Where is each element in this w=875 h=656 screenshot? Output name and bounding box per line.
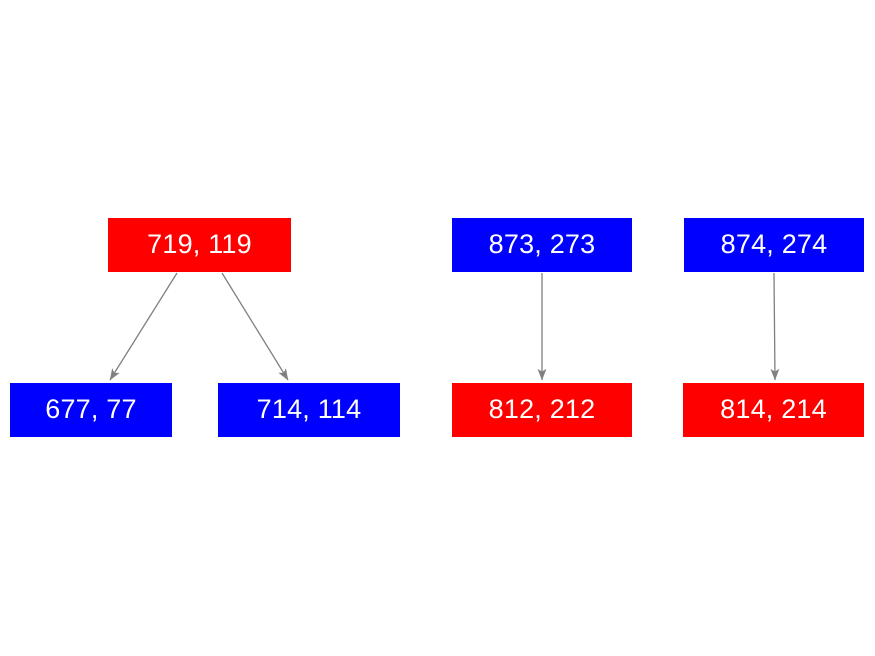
graph-node[interactable]: 714, 114 (218, 383, 400, 437)
graph-node-label: 814, 214 (720, 393, 827, 424)
graph-node[interactable]: 812, 212 (452, 383, 632, 437)
graph-node-label: 677, 77 (45, 393, 137, 424)
graph-node-label: 812, 212 (488, 393, 596, 424)
graph-node-label: 874, 274 (720, 228, 828, 259)
graph-node[interactable]: 814, 214 (683, 383, 864, 437)
edges-group (109, 272, 780, 381)
graph-edge-arrow (770, 272, 780, 381)
graph-node-label: 714, 114 (256, 393, 362, 424)
graph-edge-arrow (109, 272, 178, 381)
graph-node[interactable]: 677, 77 (10, 383, 172, 437)
graph-node-label: 873, 273 (488, 228, 596, 259)
graph-node[interactable]: 874, 274 (684, 218, 864, 272)
graph-edge-arrow (221, 272, 289, 381)
graph-node[interactable]: 873, 273 (452, 218, 632, 272)
graph-node-label: 719, 119 (147, 228, 252, 259)
graph-node[interactable]: 719, 119 (108, 218, 291, 272)
